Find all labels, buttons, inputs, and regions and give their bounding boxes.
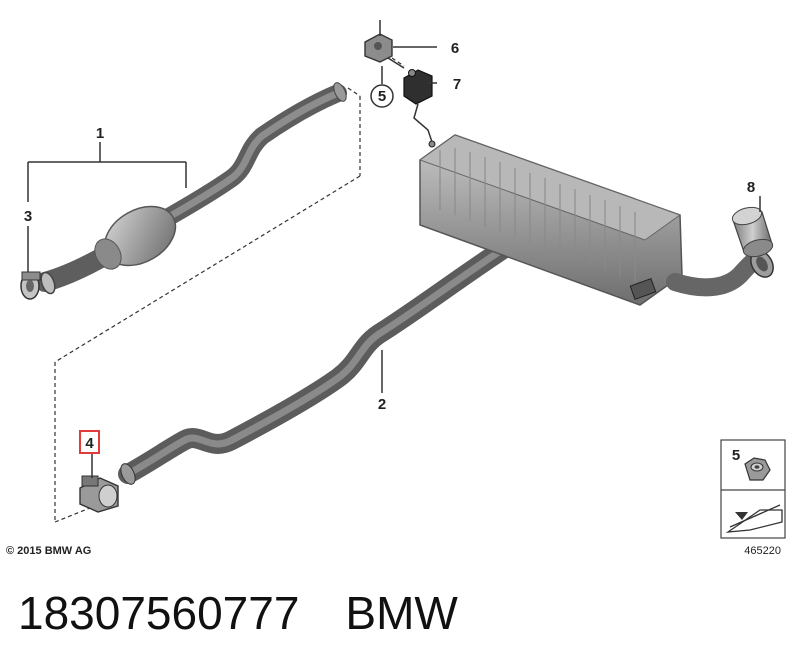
callout-5-circle bbox=[370, 84, 394, 108]
legend-box: 5 bbox=[720, 439, 786, 539]
callout-6: 6 bbox=[451, 40, 459, 57]
tail-sleeve bbox=[731, 206, 774, 258]
part-number: 18307560777 bbox=[18, 587, 300, 639]
callout-1: 1 bbox=[96, 125, 104, 142]
connector-lines bbox=[54, 57, 405, 523]
hanger-bracket bbox=[364, 20, 405, 69]
callout-2: 2 bbox=[378, 396, 386, 413]
nut-icon bbox=[744, 457, 771, 481]
part-footer: 18307560777 BMW bbox=[18, 586, 458, 640]
rear-clamp bbox=[79, 475, 119, 513]
rear-muffler bbox=[418, 134, 774, 306]
callout-3: 3 bbox=[24, 208, 32, 225]
diagram-number: 465220 bbox=[744, 545, 781, 557]
callout-7: 7 bbox=[453, 76, 461, 93]
front-pipe-with-catalyst bbox=[35, 82, 347, 295]
callout-4: 4 bbox=[85, 435, 94, 452]
brand-name: BMW bbox=[345, 587, 458, 639]
leader-lines bbox=[27, 46, 761, 478]
arrow-symbol-icon bbox=[725, 504, 783, 533]
rear-pipe bbox=[118, 228, 530, 485]
callout-4-highlight bbox=[79, 430, 100, 454]
rubber-mount bbox=[403, 69, 436, 148]
legend-callout-5: 5 bbox=[732, 447, 740, 464]
callout-8: 8 bbox=[747, 179, 755, 196]
front-clamp bbox=[20, 271, 41, 300]
copyright-text: © 2015 BMW AG bbox=[6, 545, 91, 557]
callout-5: 5 bbox=[378, 88, 386, 105]
